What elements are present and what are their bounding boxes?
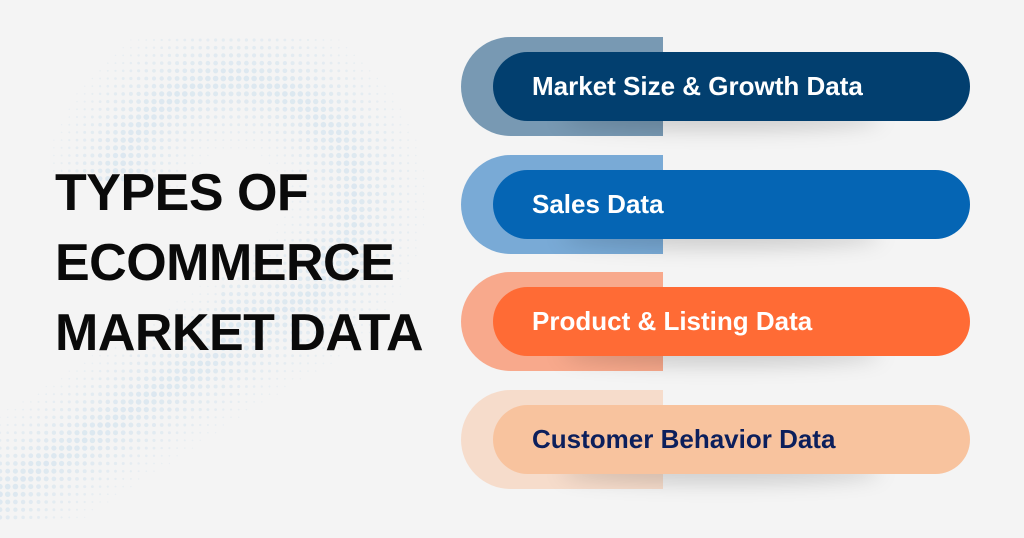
data-type-label: Sales Data bbox=[532, 189, 664, 219]
data-type-item-customer-behavior: Customer Behavior Data bbox=[461, 390, 981, 490]
data-type-item-product-listing: Product & Listing Data bbox=[461, 272, 981, 372]
data-type-item-sales: Sales Data bbox=[461, 155, 981, 255]
title-line-1: TYPES OF bbox=[55, 164, 309, 222]
data-type-pill: Market Size & Growth Data bbox=[493, 52, 970, 121]
data-type-label: Customer Behavior Data bbox=[532, 424, 836, 454]
data-type-label: Product & Listing Data bbox=[532, 306, 813, 336]
title-line-3: MARKET DATA bbox=[55, 304, 424, 362]
page-title: TYPES OF ECOMMERCE MARKET DATA bbox=[55, 158, 424, 368]
data-type-item-market-size: Market Size & Growth Data bbox=[461, 37, 981, 137]
data-type-pill: Product & Listing Data bbox=[493, 287, 970, 356]
data-type-pill: Customer Behavior Data bbox=[493, 405, 970, 474]
title-line-2: ECOMMERCE bbox=[55, 234, 395, 292]
data-type-label: Market Size & Growth Data bbox=[532, 71, 863, 101]
data-type-pill: Sales Data bbox=[493, 170, 970, 239]
